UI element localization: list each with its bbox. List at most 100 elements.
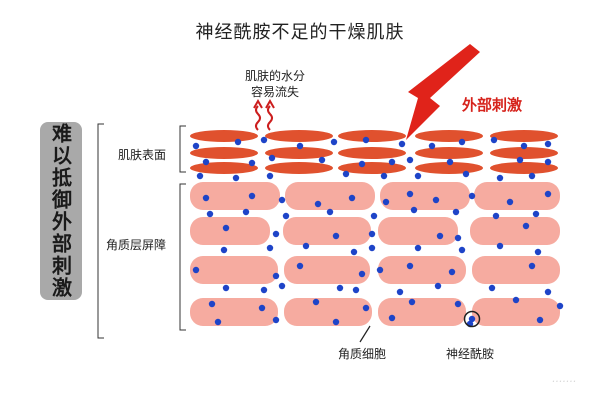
ceramide-dot [268, 154, 276, 162]
keratinocyte-cell [378, 298, 466, 326]
ceramide-dot [466, 320, 474, 328]
ceramide-dot [452, 208, 460, 216]
side-label-box: 难以抵御外部刺激 [40, 122, 82, 300]
watermark: ······· [551, 375, 576, 388]
ceramide-dot [234, 138, 242, 146]
keratinocyte-cell [284, 256, 370, 284]
water-loss-arrow [267, 105, 273, 131]
ceramide-dot [544, 140, 552, 148]
ceramide-dot [396, 288, 404, 296]
ceramide-dot [312, 298, 320, 306]
ceramide-dot [516, 156, 524, 164]
ceramide-dot [248, 192, 256, 200]
keratinocyte-cell [284, 298, 372, 326]
ceramide-dot [326, 208, 334, 216]
water-loss-arrow [255, 105, 261, 131]
ceramide-dot [496, 242, 504, 250]
water-loss-text: 肌肤的水分 容易流失 [244, 69, 305, 99]
diagram-title: 神经酰胺不足的干燥肌肤 [195, 22, 405, 43]
ceramide-dot [544, 288, 552, 296]
ceramide-dot [410, 206, 418, 214]
water-loss-arrow-head [253, 98, 263, 109]
ceramide-dot [362, 304, 370, 312]
ceramide-dot [358, 270, 366, 278]
ceramide-dot [248, 159, 256, 167]
ceramide-dot [458, 246, 466, 254]
keratinocyte-cell [472, 256, 560, 284]
ceramide-dot [222, 224, 230, 232]
outer-bracket [97, 123, 104, 339]
keratinocyte-cell [190, 182, 280, 210]
ceramide-dot [544, 158, 552, 166]
ceramide-dot [192, 142, 200, 150]
ceramide-dot [376, 266, 384, 274]
keratinocyte-cell [380, 182, 470, 210]
ceramide-dot [272, 316, 280, 324]
ceramide-dot [260, 136, 268, 144]
ceramide-dot [266, 244, 274, 252]
ceramide-dot [348, 194, 356, 202]
ceramide-dot [544, 190, 552, 198]
keratinocyte-cell [283, 217, 371, 245]
ceramide-dot [202, 158, 210, 166]
ceramide-dot [512, 296, 520, 304]
ceramide-dot [370, 212, 378, 220]
ceramide-dot [406, 190, 414, 198]
ceramide-dot [362, 136, 370, 144]
surface-cell [265, 130, 333, 142]
ceramide-dot [266, 172, 274, 180]
ceramide-dot [192, 266, 200, 274]
surface-cell [338, 130, 406, 142]
ceramide-dot [532, 210, 540, 218]
surface-cell [265, 147, 333, 159]
ceramide-dot [436, 232, 444, 240]
ceramide-dot [536, 316, 544, 324]
keratinocyte-cell [190, 298, 278, 326]
keratinocyte-cell [470, 217, 560, 245]
ceramide-dot [232, 174, 240, 182]
ceramide-dot [214, 318, 222, 326]
ceramide-dot [382, 198, 390, 206]
ceramide-dot [506, 198, 514, 206]
surface-cell [265, 162, 333, 174]
ceramide-dot [428, 142, 436, 150]
ceramide-highlight-dot [468, 315, 476, 323]
ceramide-dot [406, 262, 414, 270]
external-stimulus-arrow [406, 44, 480, 140]
ceramide-dot [332, 318, 340, 326]
surface-cell [490, 130, 558, 142]
surface-cell [490, 147, 558, 159]
barrier-bracket [179, 183, 186, 331]
ceramide-dot [242, 208, 250, 216]
ceramide-dot [282, 212, 290, 220]
ceramide-dot [446, 158, 454, 166]
ceramide-dot [296, 142, 304, 150]
ceramide-dot [462, 170, 470, 178]
ceramide-dot [528, 172, 536, 180]
ceramide-dot [520, 142, 528, 150]
ceramide-dot [272, 230, 280, 238]
ceramide-dot [492, 212, 500, 220]
ceramide-dot [458, 138, 466, 146]
keratinocyte-cell [190, 217, 270, 245]
keratinocyte-cell [378, 217, 458, 245]
ceramide-dot [350, 248, 358, 256]
ceramide-dot [342, 170, 350, 178]
ceramide-dot [488, 284, 496, 292]
keratinocyte-cell [285, 182, 375, 210]
ceramide-label: 神经酰胺 [446, 347, 495, 361]
ceramide-dot [220, 246, 228, 254]
surface-cell [338, 162, 406, 174]
ceramide-dot [330, 138, 338, 146]
ceramide-dot [260, 286, 268, 294]
ceramide-dot [388, 158, 396, 166]
ceramide-dot [314, 200, 322, 208]
ceramide-dot [278, 282, 286, 290]
keratinocyte-label: 角质细胞 [338, 347, 387, 361]
surface-cell [415, 147, 483, 159]
ceramide-dot [208, 300, 216, 308]
surface-cell [190, 130, 258, 142]
ceramide-dot [432, 196, 440, 204]
ceramide-dot [388, 314, 396, 322]
skin-surface-label: 肌肤表面 [118, 148, 167, 162]
